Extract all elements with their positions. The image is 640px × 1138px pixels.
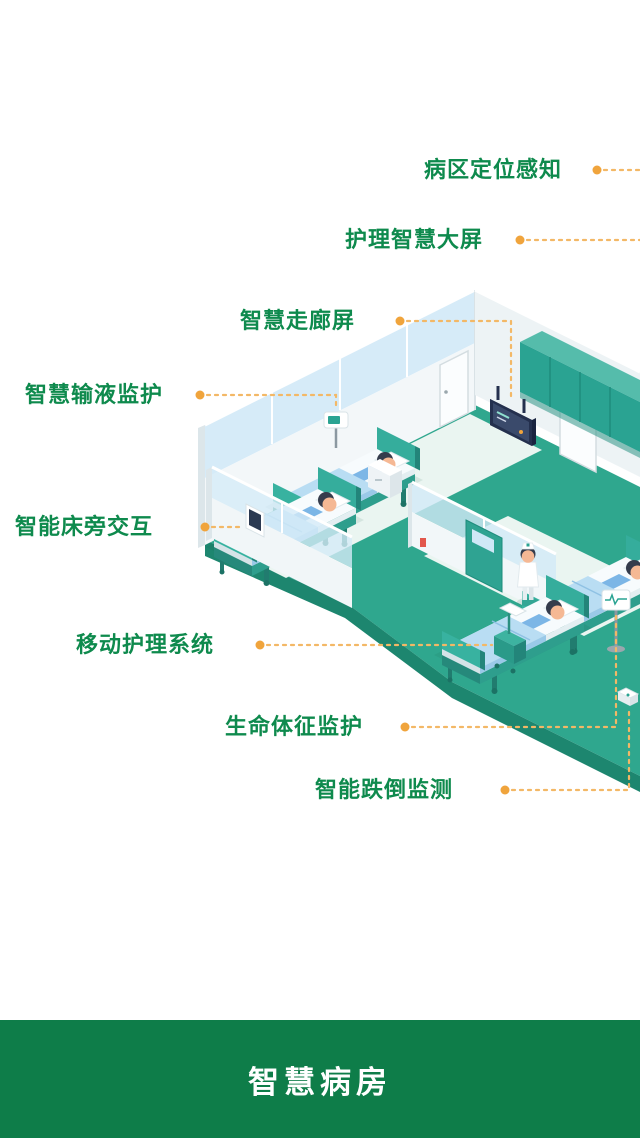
callout-label-infusion-monitoring: 智慧输液监护 xyxy=(25,382,164,407)
corridor-door xyxy=(439,349,469,429)
infusion-monitor xyxy=(323,411,349,448)
callout-label-mobile-nursing: 移动护理系统 xyxy=(76,632,215,657)
callout-label-bedside-interaction: 智能床旁交互 xyxy=(15,514,154,539)
ward-room-1 xyxy=(205,411,424,608)
storage-cabinets xyxy=(520,331,640,458)
footer-bar: 智慧病房 xyxy=(0,1020,640,1138)
callout-label-fall-detection: 智能跌倒监测 xyxy=(315,777,454,802)
room2-partition xyxy=(408,480,557,618)
call-light xyxy=(420,538,426,547)
corridor-screen xyxy=(490,386,536,446)
bedside-cabinet xyxy=(368,459,402,498)
callout-label-nursing-screen: 护理智慧大屏 xyxy=(345,227,484,252)
nurse-figure xyxy=(516,542,540,606)
callout-label-ward-positioning: 病区定位感知 xyxy=(424,157,563,182)
fall-detection-sensor xyxy=(616,687,640,706)
footer-title: 智慧病房 xyxy=(248,1064,392,1100)
room1-front-partition xyxy=(206,465,353,608)
bedside-terminal xyxy=(245,503,265,538)
callout-label-vital-signs: 生命体征监护 xyxy=(225,714,364,739)
callout-label-corridor-screen: 智慧走廊屏 xyxy=(240,308,356,333)
